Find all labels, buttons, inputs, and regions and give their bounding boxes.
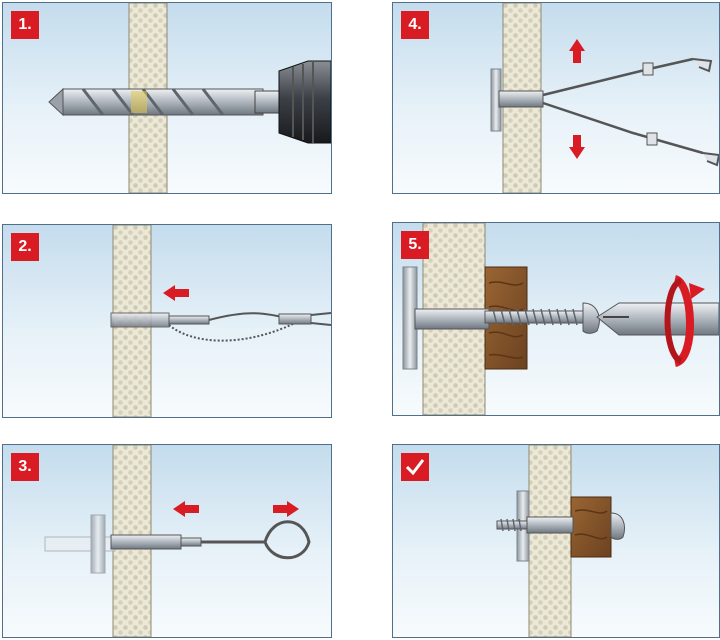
rotation-arrow — [664, 275, 705, 367]
screw — [484, 302, 600, 334]
toggle-anchor — [110, 312, 331, 342]
step-6-panel — [392, 444, 720, 638]
red-arrow-left — [163, 285, 189, 301]
red-arrow-right — [273, 501, 299, 517]
screwdriver — [596, 302, 719, 336]
step-number-badge: 3. — [11, 453, 39, 481]
wood-block — [570, 496, 612, 558]
strap-lower — [542, 101, 719, 167]
step-1-panel: 1. — [2, 2, 332, 194]
screw-tip — [496, 520, 528, 530]
step-number-badge: 5. — [401, 231, 429, 259]
red-arrow-up — [569, 39, 585, 63]
anchor-sleeve — [498, 90, 544, 108]
wall-section — [528, 445, 572, 637]
drill-bit — [48, 87, 264, 117]
red-arrow-down — [569, 135, 585, 159]
anchor-sleeve — [526, 516, 574, 534]
drill-chuck — [254, 60, 331, 144]
anchor-sleeve — [414, 308, 490, 330]
step-3-panel: 3. — [2, 444, 332, 638]
step-number-badge: 2. — [11, 233, 39, 261]
step-number-badge: 1. — [11, 11, 39, 39]
anchor-with-loop — [110, 520, 311, 560]
strap-upper — [542, 57, 713, 97]
step-4-panel: 4. — [392, 2, 720, 194]
red-arrow-left — [173, 501, 199, 517]
toggle-bar — [44, 514, 116, 574]
step-number-badge: 4. — [401, 11, 429, 39]
step-5-panel: 5. — [392, 222, 720, 416]
screw-head — [610, 512, 625, 540]
checkmark-icon — [401, 453, 429, 481]
step-2-panel: 2. — [2, 224, 332, 418]
